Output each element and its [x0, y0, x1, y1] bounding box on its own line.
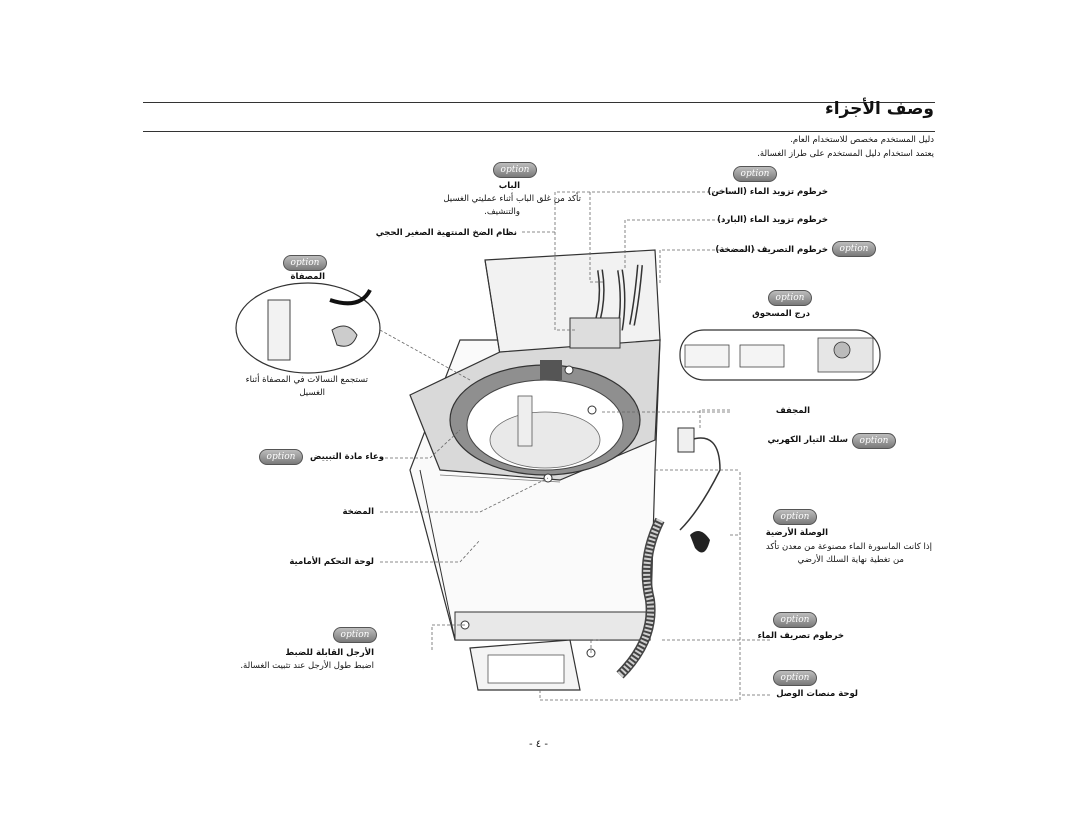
pulsator-label: المضخة — [342, 507, 374, 517]
drain-hose-label: خرطوم تصريف الماء — [757, 631, 844, 641]
ground-title: الوصلة الأرضية — [765, 528, 828, 538]
option-badge-dispenser: option — [768, 290, 812, 306]
option-badge-power-cord: option — [852, 433, 896, 449]
cold-hose-label: خرطوم تزويد الماء (البارد) — [717, 215, 828, 225]
option-badge-ground: option — [773, 509, 817, 525]
door-desc-1: تأكد من غلق الباب أثناء عمليتي الغسيل — [443, 194, 581, 204]
ground-desc-2: من تغطية نهاية السلك الأرضي — [797, 555, 904, 565]
header-top-rule — [143, 102, 935, 103]
dispenser-label: درج المسحوق — [752, 309, 810, 319]
intro-line-2: يعتمد استخدام دليل المستخدم على طراز الغ… — [757, 149, 934, 159]
filter-desc-1: تستجمع النسالات في المصفاة أثناء — [245, 375, 368, 385]
option-badge-door: option — [493, 162, 537, 178]
door-title: الباب — [498, 181, 520, 191]
drum-label: المجفف — [775, 406, 810, 416]
option-badge-balancer: option — [259, 449, 303, 465]
option-badge-legs: option — [333, 627, 377, 643]
ground-desc-1: إذا كانت الماسورة الماء مصنوعة من معدن ت… — [765, 542, 932, 552]
leveling-legs-title: الأرجل القابلة للضبط — [285, 648, 374, 658]
filter-desc-2: الغسيل — [299, 388, 325, 398]
bottom-panel-label: لوحة منصات الوصل — [776, 689, 858, 699]
intro-line-1: دليل المستخدم مخصص للاستخدام العام. — [790, 135, 934, 145]
hot-hose-label: خرطوم تزويد الماء (الساخن) — [707, 187, 828, 197]
balancer-label: وعاء مادة التبييض — [310, 452, 384, 462]
option-badge-drain-hose: option — [773, 612, 817, 628]
option-badge-drain-pump: option — [832, 241, 876, 257]
leveling-legs-desc: اضبط طول الأرجل عند تثبيت الغسالة. — [240, 661, 374, 671]
filter-title: المصفاة — [290, 272, 325, 282]
power-cord-label: سلك التيار الكهربي — [767, 435, 848, 445]
page-number: - ٤ - — [529, 739, 548, 750]
page-title: وصف الأجزاء — [825, 99, 934, 119]
header-bottom-rule — [143, 131, 935, 132]
drain-pump-hose-label: خرطوم التصريف (المضخة) — [715, 245, 828, 255]
option-badge-hot-hose: option — [733, 166, 777, 182]
detergent-system-label: نظام الضخ المنتهية الصغير الحجي — [375, 228, 517, 238]
option-badge-filter: option — [283, 255, 327, 271]
door-desc-2: والتنشيف. — [484, 207, 520, 217]
option-badge-bottom-panel: option — [773, 670, 817, 686]
control-panel-label: لوحة التحكم الأمامية — [289, 557, 374, 567]
